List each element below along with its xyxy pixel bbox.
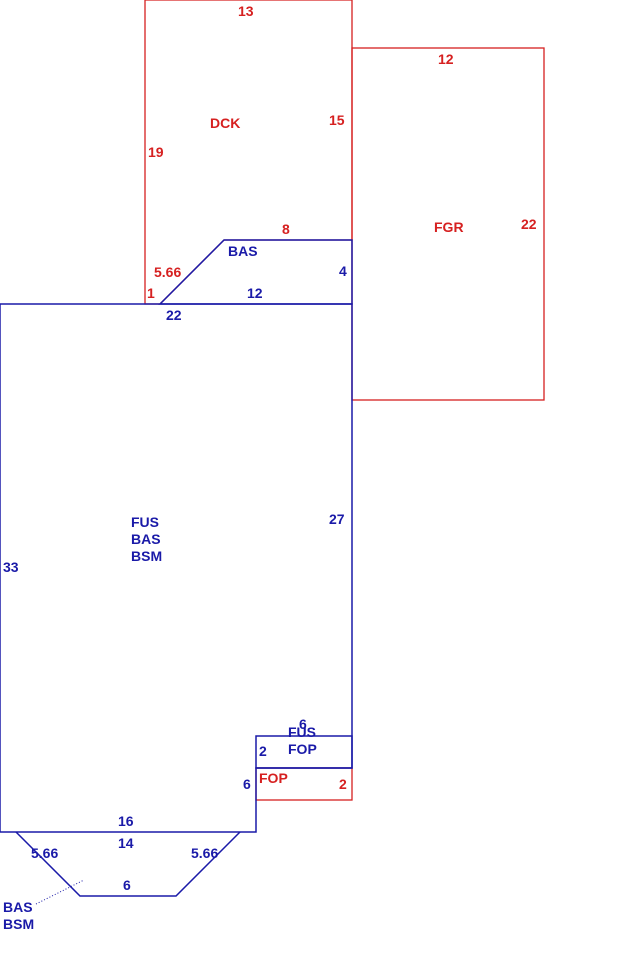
bay-right-diag-dim: 5.66 bbox=[191, 845, 218, 861]
garage-right-dim: 22 bbox=[521, 216, 537, 232]
bay-label-bas: BAS bbox=[3, 899, 33, 915]
deck-right-dim: 15 bbox=[329, 112, 345, 128]
main-left-dim: 33 bbox=[3, 559, 19, 575]
fus-fop-top-dim: 6 bbox=[299, 716, 307, 732]
main-top-dim: 22 bbox=[166, 307, 182, 323]
garage-label: FGR bbox=[434, 219, 464, 235]
main-right-dim: 27 bbox=[329, 511, 345, 527]
deck-bottom-dim: 1 bbox=[147, 285, 155, 301]
deck-left-dim: 19 bbox=[148, 144, 164, 160]
main-label-bas: BAS bbox=[131, 531, 161, 547]
garage-top-dim: 12 bbox=[438, 51, 454, 67]
bay-left-diag-dim: 5.66 bbox=[31, 845, 58, 861]
garage-outline bbox=[351, 47, 545, 401]
deck-diag-dim: 5.66 bbox=[154, 264, 181, 280]
main-label-fus: FUS bbox=[131, 514, 159, 530]
bas-upper-label: BAS bbox=[228, 243, 258, 259]
bas-upper-bottom-dim: 12 bbox=[247, 285, 263, 301]
bay-label-bsm: BSM bbox=[3, 916, 34, 932]
fus-fop-label-fop: FOP bbox=[288, 741, 317, 757]
bay-outline bbox=[15, 831, 241, 897]
bay-top-dim: 14 bbox=[118, 835, 134, 851]
fus-fop-outline bbox=[255, 735, 353, 769]
deck-top-dim: 13 bbox=[238, 3, 254, 19]
main-label-bsm: BSM bbox=[131, 548, 162, 564]
fus-fop-label-fus: FUS bbox=[288, 724, 316, 740]
bas-upper-right-dim: 4 bbox=[339, 263, 347, 279]
main-bottom-dim: 16 bbox=[118, 813, 134, 829]
deck-inner-dim: 8 bbox=[282, 221, 290, 237]
deck-label: DCK bbox=[210, 115, 240, 131]
porch-label: FOP bbox=[259, 770, 288, 786]
bay-bottom-dim: 6 bbox=[123, 877, 131, 893]
fus-fop-left-dim: 2 bbox=[259, 743, 267, 759]
main-inner-dim: 6 bbox=[243, 776, 251, 792]
porch-right-dim: 2 bbox=[339, 776, 347, 792]
